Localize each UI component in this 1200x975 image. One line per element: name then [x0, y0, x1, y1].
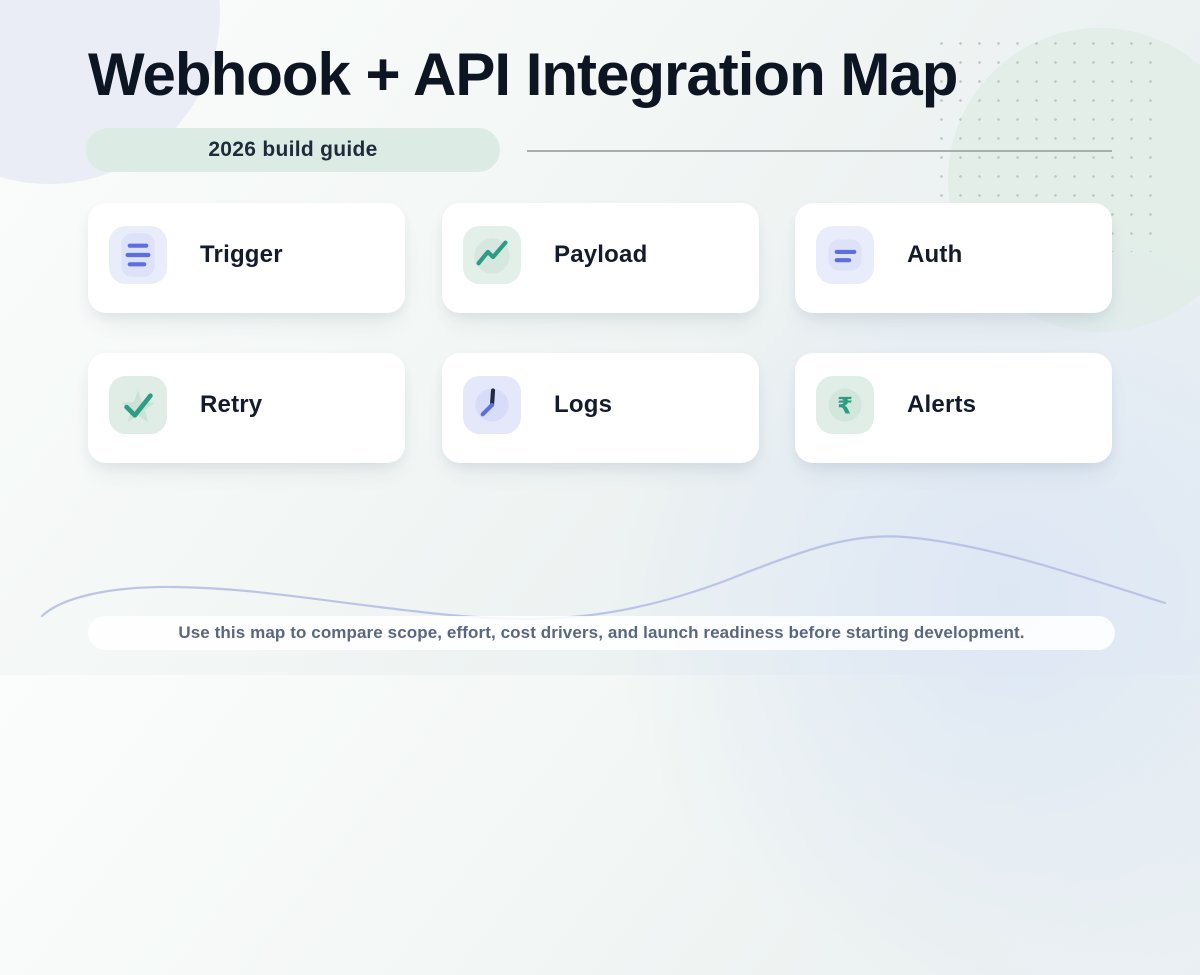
card-logs: Logs: [442, 353, 759, 463]
subtitle-badge-label: 2026 build guide: [208, 138, 378, 161]
equals-lines-icon: [816, 225, 874, 284]
clock-icon: [463, 375, 521, 434]
card-alerts: ₹ Alerts: [795, 353, 1112, 463]
card-label: Retry: [200, 390, 263, 418]
card-label: Payload: [554, 240, 648, 268]
footer-note-pill: Use this map to compare scope, effort, c…: [88, 616, 1115, 650]
card-label: Alerts: [907, 390, 977, 418]
trend-up-icon: [463, 225, 521, 284]
decor-blob-bottom-right: [560, 215, 1200, 975]
list-lines-icon: [109, 225, 167, 284]
footer-note-text: Use this map to compare scope, effort, c…: [178, 623, 1025, 642]
card-label: Auth: [907, 240, 963, 268]
card-payload: Payload: [442, 203, 759, 313]
subtitle-badge: 2026 build guide: [86, 128, 500, 172]
card-auth: Auth: [795, 203, 1112, 313]
star-check-icon: [109, 375, 167, 434]
card-trigger: Trigger: [88, 203, 405, 313]
rupee-icon: ₹: [816, 375, 874, 434]
card-retry: Retry: [88, 353, 405, 463]
card-label: Logs: [554, 390, 613, 418]
card-label: Trigger: [200, 240, 283, 268]
header-divider-line: [527, 150, 1112, 152]
page-title: Webhook + API Integration Map: [88, 41, 958, 108]
rupee-glyph: ₹: [837, 392, 853, 418]
